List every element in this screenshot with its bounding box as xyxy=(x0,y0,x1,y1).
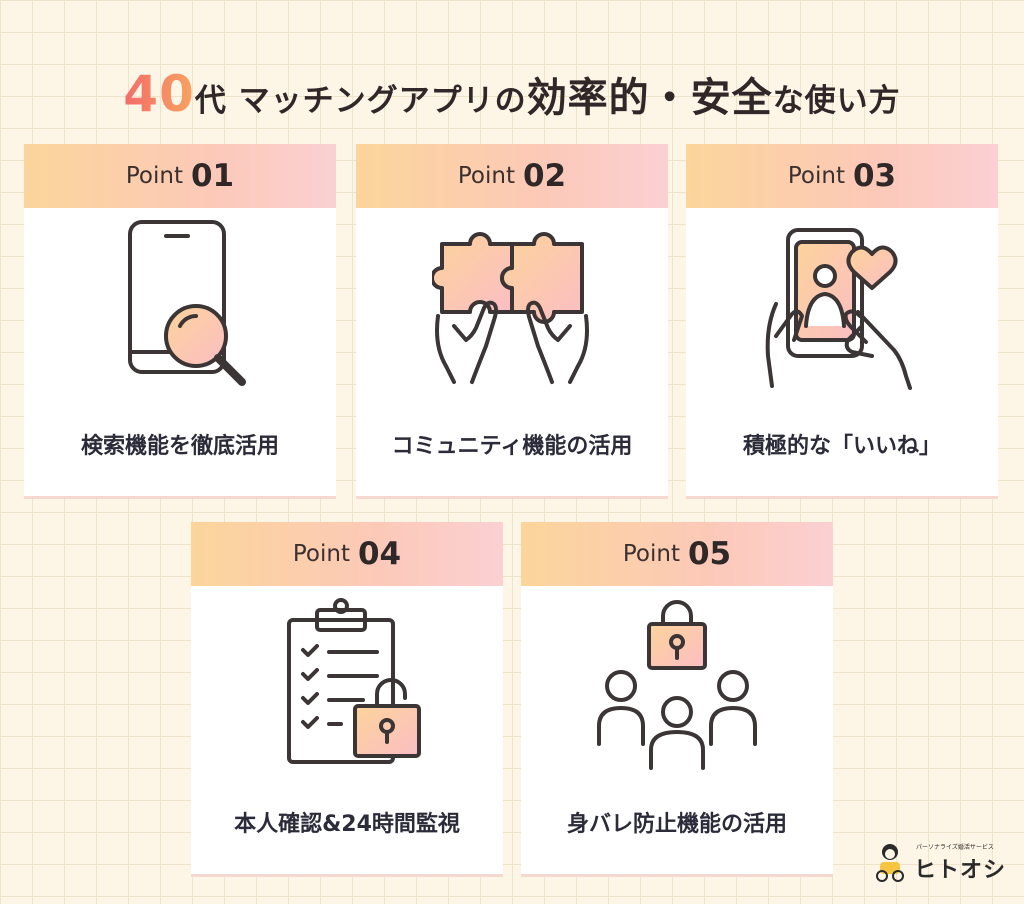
point-caption: 積極的な「いいね」 xyxy=(742,434,941,459)
point-prefix: Point xyxy=(622,541,680,567)
page-title: 40代 マッチングアプリの効率的・安全な使い方 xyxy=(0,65,1024,129)
point-header: Point 03 xyxy=(686,144,998,208)
point-number: 03 xyxy=(852,158,897,194)
point-card-04: Point 04 本人確認&24時間監視 xyxy=(191,522,503,874)
point-number: 05 xyxy=(687,536,732,572)
title-part2: 効率的・安全 xyxy=(526,75,773,122)
point-header: Point 01 xyxy=(24,144,336,208)
point-caption: 検索機能を徹底活用 xyxy=(80,434,279,459)
title-part1: 代 マッチングアプリの xyxy=(194,83,527,120)
point-card-05: Point 05 身バレ防止機能の活用 xyxy=(521,522,833,874)
point-card-02: Point 02 コミュニティ機能の活用 xyxy=(356,144,668,496)
logo-name: ヒトオシ xyxy=(914,858,1007,883)
title-part3: な使い方 xyxy=(772,83,901,120)
point-prefix: Point xyxy=(292,541,350,567)
point-number: 01 xyxy=(190,158,235,194)
title-number: 40 xyxy=(123,65,195,124)
magnifier-phone-icon xyxy=(128,220,246,386)
point-caption: コミュニティ機能の活用 xyxy=(391,434,633,459)
people-lock-icon xyxy=(597,600,757,770)
point-prefix: Point xyxy=(787,163,845,189)
phone-like-icon xyxy=(765,228,912,390)
point-prefix: Point xyxy=(125,163,183,189)
point-caption: 身バレ防止機能の活用 xyxy=(566,812,787,837)
point-header: Point 02 xyxy=(356,144,668,208)
point-number: 04 xyxy=(357,536,402,572)
point-header: Point 04 xyxy=(191,522,503,586)
point-card-01: Point 01 検索機能を徹底活用 xyxy=(24,144,336,496)
logo-tagline: パーソナライズ婚活サービス xyxy=(916,844,994,851)
mascot-icon xyxy=(876,844,904,882)
point-card-03: Point 03 積極的な「いいね」 xyxy=(686,144,998,496)
brand-logo: パーソナライズ婚活サービス ヒトオシ xyxy=(872,840,1005,884)
point-number: 02 xyxy=(522,158,567,194)
point-caption: 本人確認&24時間監視 xyxy=(234,812,460,837)
point-prefix: Point xyxy=(457,163,515,189)
puzzle-hands-icon xyxy=(432,232,589,384)
point-header: Point 05 xyxy=(521,522,833,586)
checklist-lock-icon xyxy=(287,598,421,764)
